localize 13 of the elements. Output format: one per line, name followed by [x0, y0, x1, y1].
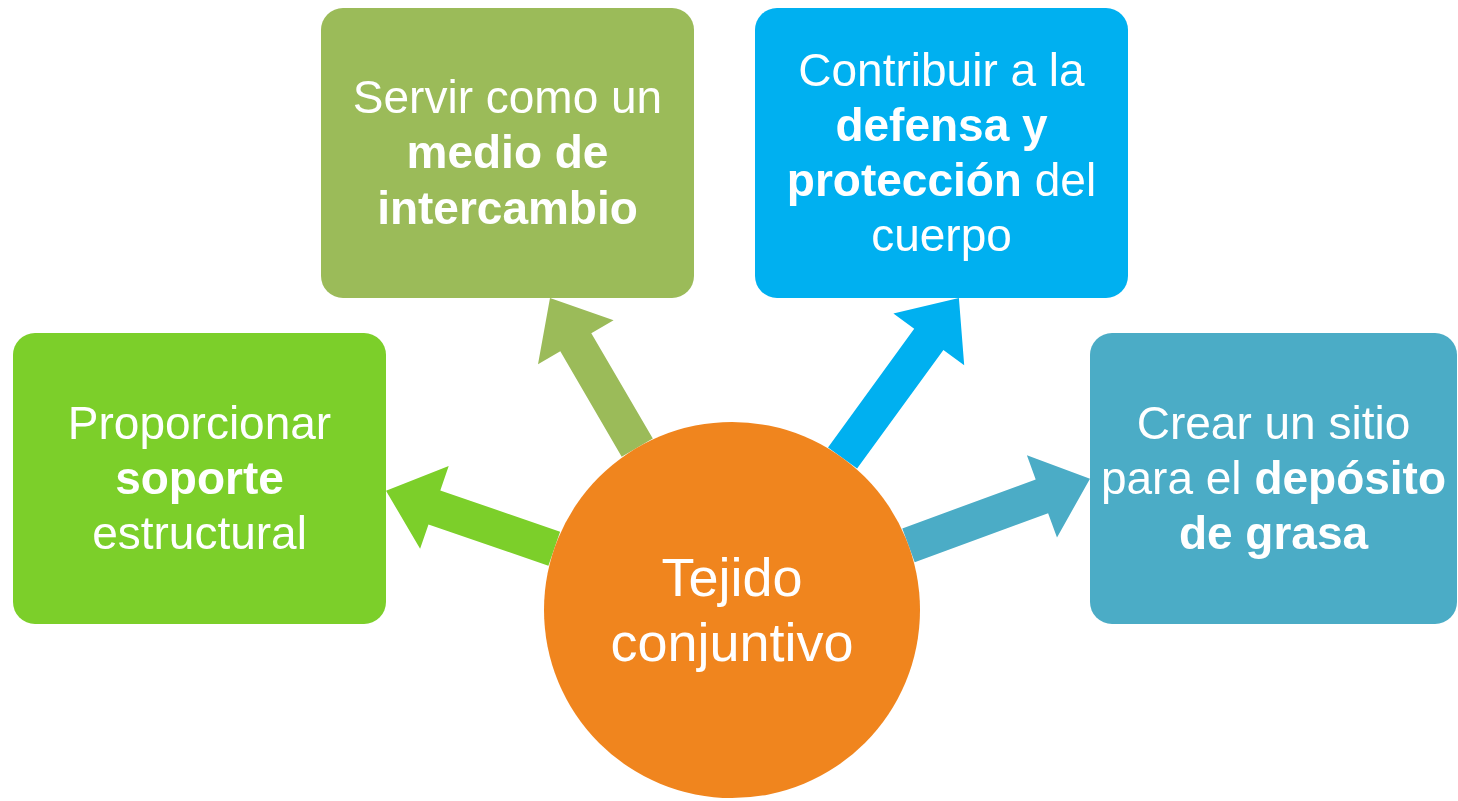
box-text: Servir como un medio de intercambio: [351, 70, 664, 236]
arrow: [902, 455, 1090, 563]
arrow: [538, 298, 653, 457]
function-box: [321, 8, 694, 298]
box-text: Contribuir a la defensa y protección del cuerpo: [785, 42, 1098, 264]
function-box: [13, 333, 386, 624]
box-text: Proporcionar soporte estructural: [66, 395, 333, 562]
arrow: [386, 466, 561, 566]
function-box: [755, 8, 1128, 298]
arrow: [828, 298, 965, 469]
function-box: [1090, 333, 1457, 624]
box-text: Crear un sitio para el depósito de grasa: [1100, 395, 1447, 562]
center-label: Tejido conjuntivo: [609, 546, 855, 674]
